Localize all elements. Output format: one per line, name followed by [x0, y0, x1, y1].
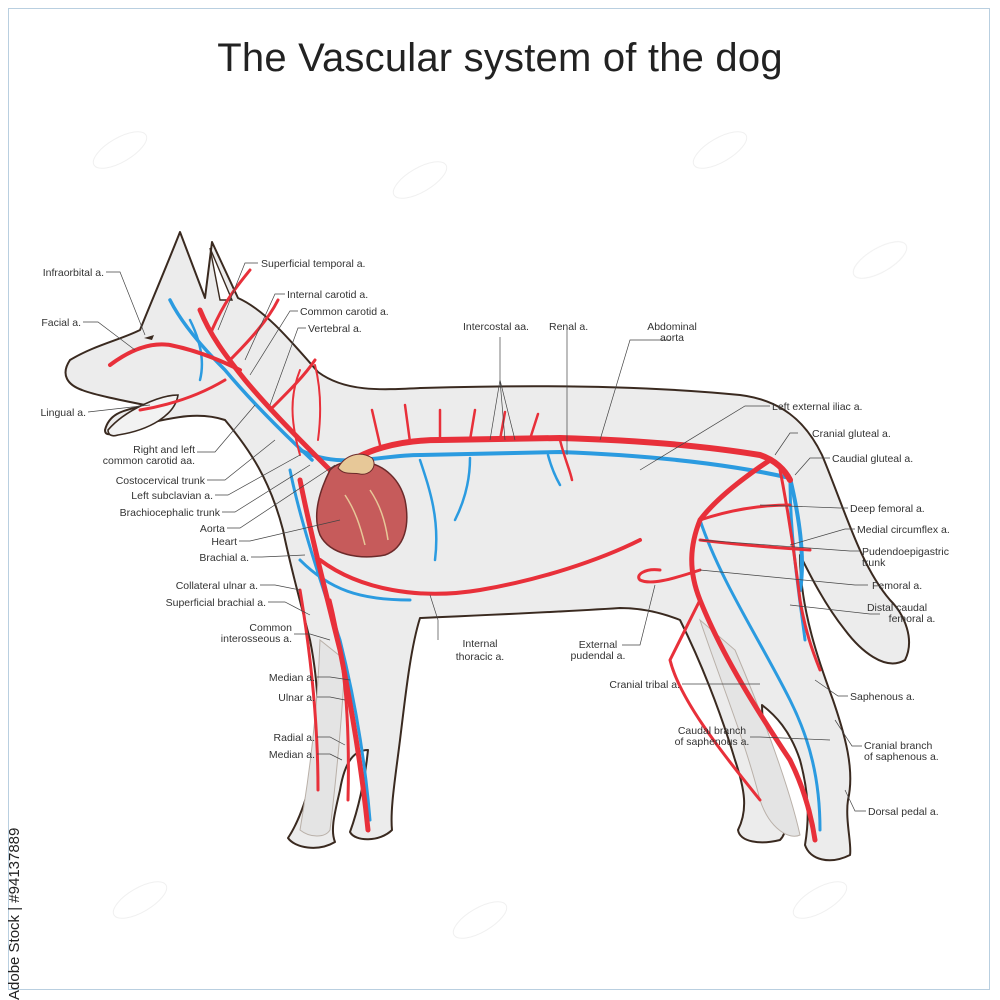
label-intercostal: Intercostal aa.: [463, 321, 529, 333]
image-frame: [8, 8, 990, 990]
label-ulnar: Ulnar a.: [278, 692, 315, 704]
thoracic-vein: [298, 558, 412, 602]
internal-thoracic-artery: [318, 538, 642, 596]
saphenous-vein: [698, 518, 822, 832]
label-superficial-brachial: Superficial brachial a.: [166, 597, 266, 609]
watermark: [92, 131, 908, 939]
label-medial-circumflex: Medial circumflex a.: [857, 524, 950, 536]
arteries: [108, 268, 822, 843]
intercostal-vein-2: [453, 456, 472, 522]
label-common-interosseous-2: interosseous a.: [221, 633, 292, 645]
facial-artery: [108, 342, 242, 372]
label-dorsal-pedal: Dorsal pedal a.: [868, 806, 939, 818]
external-pudendal-artery: [637, 568, 702, 584]
ulnar-artery: [298, 588, 320, 792]
intercostal-vein-1: [418, 458, 438, 562]
label-external-pudendal-1: External: [579, 639, 618, 651]
label-distal-caudal-femoral-2: femoral a.: [889, 613, 936, 625]
label-lingual: Lingual a.: [40, 407, 86, 419]
diagram-title: The Vascular system of the dog: [217, 36, 783, 80]
cranial-tibial-artery: [668, 598, 762, 802]
label-common-interosseous-1: Common: [249, 622, 292, 634]
label-abdominal-aorta-2: aorta: [660, 332, 684, 344]
femoral-artery: [689, 457, 818, 843]
label-radial: Radial a.: [274, 732, 315, 744]
label-cranial-branch-2: of saphenous a.: [864, 751, 939, 763]
label-brachiocephalic: Brachiocephalic trunk: [120, 507, 221, 519]
renal-artery: [558, 438, 574, 482]
bottom-labels: Internal thoracic a. External pudendal a…: [456, 638, 750, 748]
label-left-subclavian: Left subclavian a.: [131, 490, 213, 502]
caudal-gluteal-artery: [778, 468, 822, 672]
label-caudal-branch-2: of saphenous a.: [675, 736, 750, 748]
heart-organ: [316, 453, 408, 558]
deep-femoral-artery: [698, 503, 792, 522]
lingual-artery: [138, 378, 227, 412]
leader-lines: [83, 262, 880, 812]
label-right-left-carotid-2: common carotid aa.: [103, 455, 195, 467]
label-caudal-branch-1: Caudal branch: [678, 725, 746, 737]
neck-branches: [291, 364, 322, 456]
label-right-left-carotid-1: Right and left: [133, 444, 195, 456]
label-distal-caudal-femoral-1: Distal caudal: [867, 602, 927, 614]
label-brachial: Brachial a.: [199, 552, 249, 564]
median-artery: [328, 598, 350, 802]
label-costocervical: Costocervical trunk: [116, 475, 206, 487]
label-external-pudendal-2: pudendal a.: [571, 650, 626, 662]
label-abdominal-aorta-1: Abdominal: [647, 321, 697, 333]
label-infraorbital: Infraorbital a.: [43, 267, 104, 279]
intercostal-arteries: [370, 403, 540, 447]
label-pudendoepigastric-2: trunk: [862, 557, 886, 569]
label-facial: Facial a.: [41, 317, 81, 329]
superficial-temporal-artery: [210, 268, 252, 332]
label-deep-femoral: Deep femoral a.: [850, 503, 925, 515]
label-renal: Renal a.: [549, 321, 588, 333]
label-collateral-ulnar: Collateral ulnar a.: [176, 580, 258, 592]
label-vertebral: Vertebral a.: [308, 323, 362, 335]
right-labels: Left external iliac a. Cranial gluteal a…: [772, 401, 950, 818]
common-carotid-artery: [197, 307, 333, 473]
label-aorta: Aorta: [200, 523, 225, 535]
label-saphenous: Saphenous a.: [850, 691, 915, 703]
renal-vein: [546, 453, 562, 487]
label-superficial-temporal: Superficial temporal a.: [261, 258, 365, 270]
label-internal-thoracic-2: thoracic a.: [456, 651, 504, 663]
label-common-carotid: Common carotid a.: [300, 306, 389, 318]
medial-circumflex-artery: [698, 538, 812, 552]
label-cranial-tribal: Cranial tribal a.: [609, 679, 680, 691]
top-labels: Superficial temporal a. Internal carotid…: [261, 258, 697, 344]
internal-carotid-artery: [228, 298, 280, 362]
label-median-upper: Median a.: [269, 672, 315, 684]
label-left-external-iliac: Left external iliac a.: [772, 401, 862, 413]
label-median-lower: Median a.: [269, 749, 315, 761]
label-internal-carotid: Internal carotid a.: [287, 289, 368, 301]
label-pudendoepigastric-1: Pudendoepigastric: [862, 546, 949, 558]
label-cranial-gluteal: Cranial gluteal a.: [812, 428, 891, 440]
left-labels: Infraorbital a. Facial a. Lingual a. Rig…: [40, 267, 315, 761]
label-cranial-branch-1: Cranial branch: [864, 740, 932, 752]
jugular-vein: [168, 298, 314, 462]
label-internal-thoracic-1: Internal: [462, 638, 497, 650]
label-femoral: Femoral a.: [872, 580, 922, 592]
label-caudal-gluteal: Caudial gluteal a.: [832, 453, 913, 465]
label-heart: Heart: [211, 536, 237, 548]
facial-vein: [188, 318, 204, 382]
